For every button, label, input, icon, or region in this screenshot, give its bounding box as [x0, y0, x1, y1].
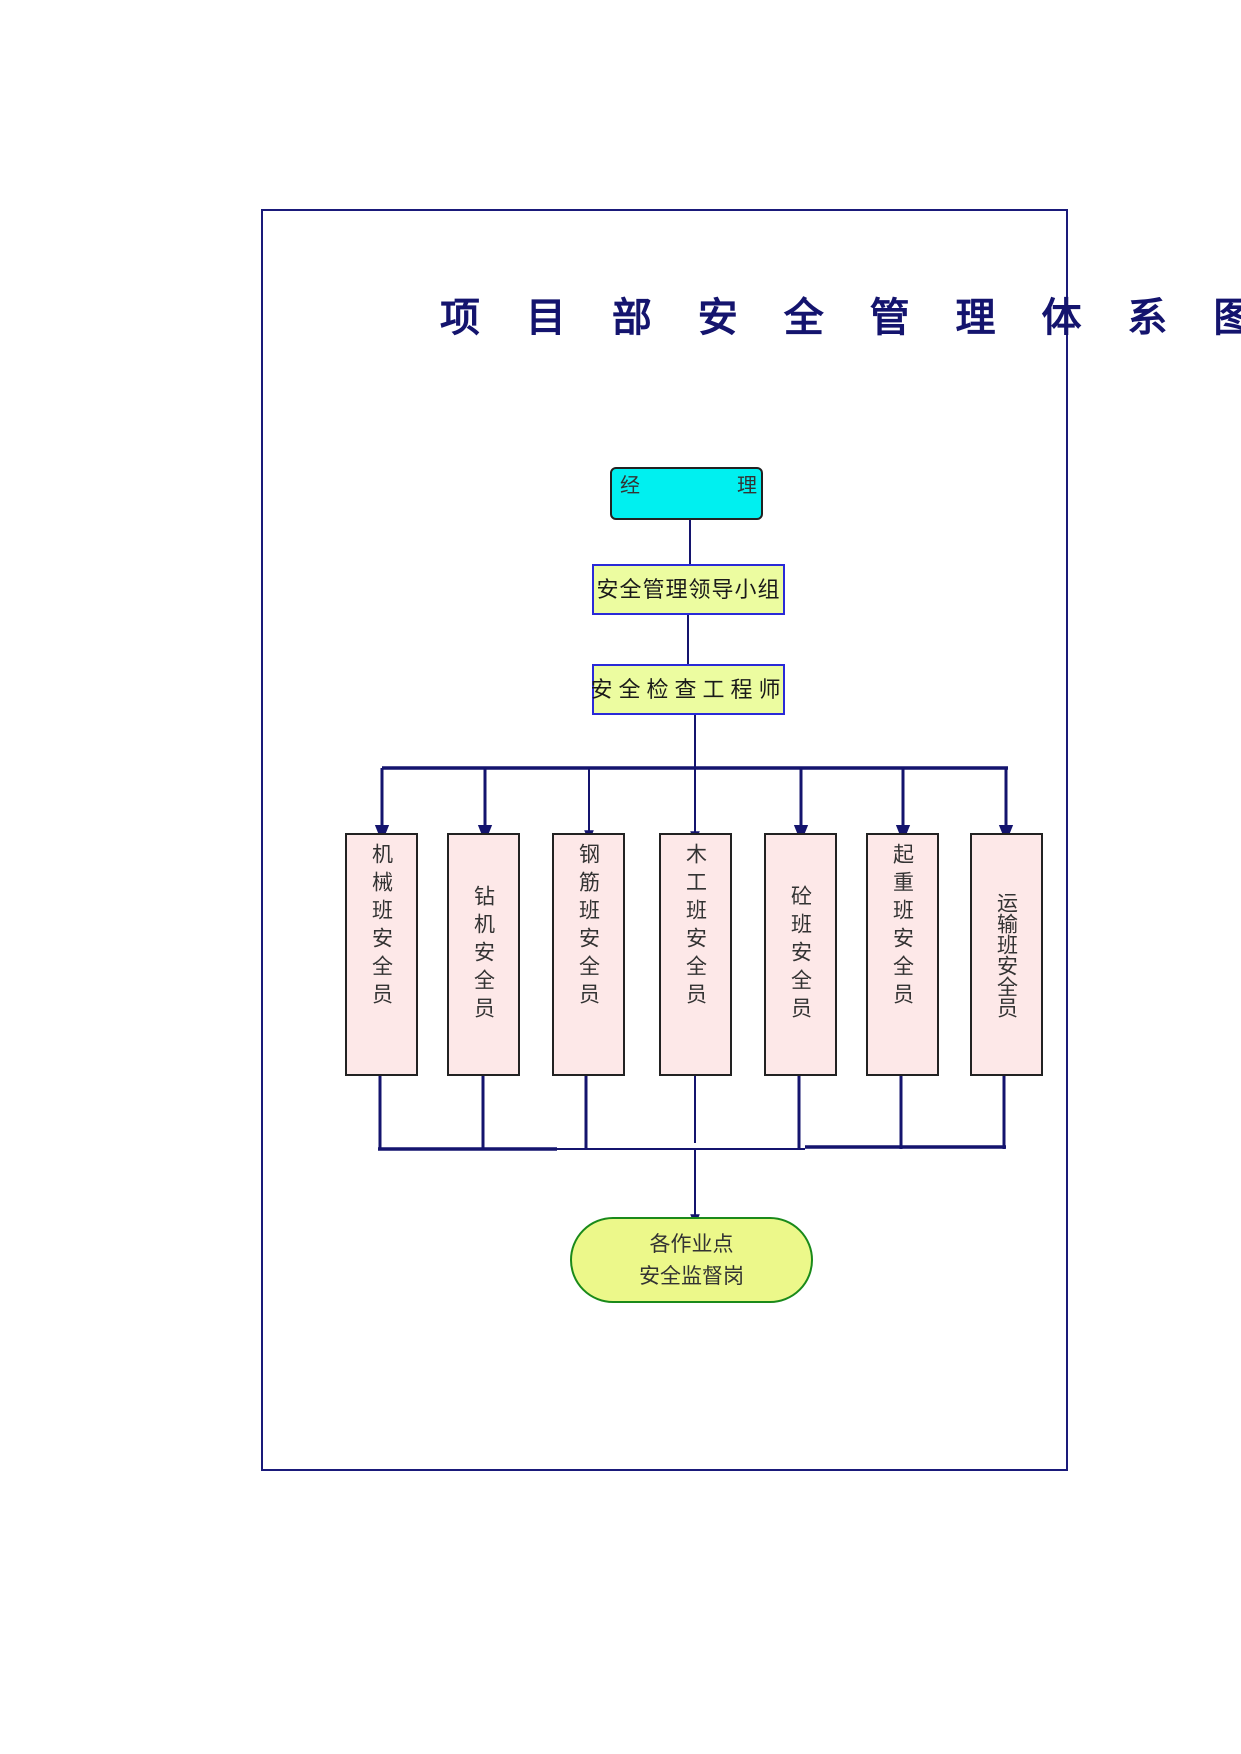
safety-inspection-engineer-box: 安全检查工程师 — [591, 664, 785, 715]
team-box-carpentry: 木工班安全员 — [659, 833, 732, 1076]
team-box-drilling: 钻机安全员 — [447, 833, 520, 1076]
team-box-lifting: 起重班安全员 — [866, 833, 939, 1076]
manager-label-right: 理 — [737, 473, 757, 497]
site-line-2: 安全监督岗 — [639, 1264, 744, 1288]
site-supervision-post: 各作业点 安全监督岗 — [570, 1217, 813, 1303]
site-line-1: 各作业点 — [649, 1232, 734, 1256]
manager-label-left: 经 — [620, 473, 640, 497]
team-box-rebar: 钢筋班安全员 — [552, 833, 625, 1076]
team-box-concrete: 砼班安全员 — [764, 833, 837, 1076]
manager-box: 经 理 — [610, 467, 763, 520]
team-box-transport: 运输班安全员 — [970, 833, 1043, 1076]
page-border — [261, 209, 1068, 1471]
team-box-machinery: 机械班安全员 — [345, 833, 418, 1076]
safety-leadership-group-box: 安全管理领导小组 — [592, 564, 785, 615]
